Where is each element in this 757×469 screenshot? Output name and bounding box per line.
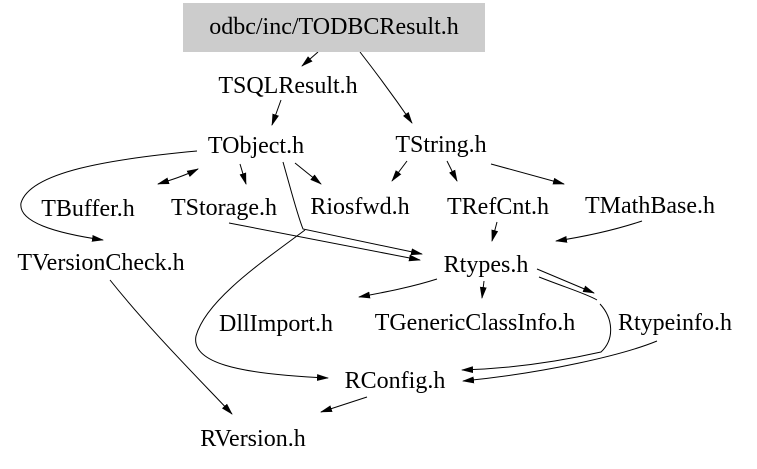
edge-tobject-tbuffer-bidirectional <box>157 168 199 185</box>
node-dllimport[interactable]: DllImport.h <box>219 311 333 337</box>
node-rtypes[interactable]: Rtypes.h <box>443 252 529 278</box>
edge-rtypes-dllimport <box>358 278 438 299</box>
node-tgenericclassinfo[interactable]: TGenericClassInfo.h <box>374 310 576 336</box>
node-rversion[interactable]: RVersion.h <box>200 426 306 452</box>
node-tstring[interactable]: TString.h <box>395 132 487 158</box>
node-tstorage[interactable]: TStorage.h <box>171 195 277 221</box>
edge-tstring-riosfwd <box>391 160 408 182</box>
node-tobject[interactable]: TObject.h <box>207 133 305 159</box>
node-rtypeinfo[interactable]: Rtypeinfo.h <box>618 310 732 336</box>
edge-tsqlresult-tobject <box>271 99 282 126</box>
node-todbcresult-label: odbc/inc/TODBCResult.h <box>209 14 459 40</box>
edge-rtypes-rtypeinfo <box>536 268 595 294</box>
edge-tstring-trefcnt <box>446 160 458 182</box>
node-todbcresult: odbc/inc/TODBCResult.h <box>183 3 485 52</box>
edge-trefcnt-rtypes <box>491 221 499 242</box>
node-tsqlresult[interactable]: TSQLResult.h <box>218 73 358 99</box>
node-tmathbase[interactable]: TMathBase.h <box>585 193 715 219</box>
node-rconfig[interactable]: RConfig.h <box>344 368 446 394</box>
node-tversioncheck[interactable]: TVersionCheck.h <box>17 250 185 276</box>
edge-rtypes-rconfig <box>461 303 612 374</box>
edge-tmathbase-rtypes <box>555 220 643 243</box>
edge-rtypes-tgenericclassinfo <box>479 280 487 299</box>
edge-riosfwd-rconfig <box>195 229 329 381</box>
edge-tobject-riosfwd <box>294 162 322 185</box>
edge-tversioncheck-rversion <box>109 279 233 415</box>
edge-todbcresult-tsqlresult <box>301 51 319 67</box>
node-trefcnt[interactable]: TRefCnt.h <box>447 194 549 220</box>
node-riosfwd[interactable]: Riosfwd.h <box>310 194 410 220</box>
edge-tobject-rtypes <box>282 161 423 256</box>
edge-tobject-tstorage <box>239 163 247 185</box>
edge-rtypes-rconfig-upper-segment <box>538 276 598 301</box>
edge-tstring-tmathbase <box>490 163 565 185</box>
edge-rtypeinfo-rconfig <box>462 340 658 384</box>
edge-tobject-tversioncheck <box>20 150 198 242</box>
edge-rconfig-rversion <box>320 396 368 413</box>
edge-todbcresult-tstring <box>359 51 413 124</box>
edge-tstorage-rtypes <box>228 222 421 262</box>
node-tbuffer[interactable]: TBuffer.h <box>41 196 135 222</box>
